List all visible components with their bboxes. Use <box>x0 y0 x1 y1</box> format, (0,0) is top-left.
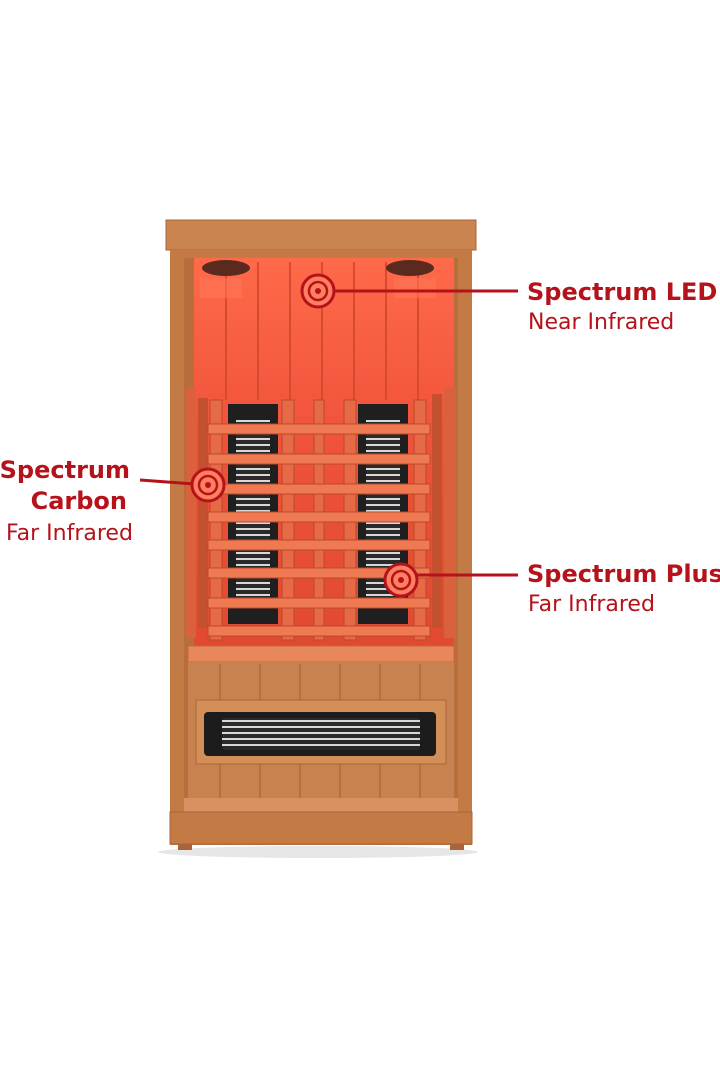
led-callout-title: Spectrum LED <box>527 278 718 306</box>
base <box>169 811 473 845</box>
led-callout-subtitle: Near Infrared <box>528 310 675 335</box>
plus-callout-title-text: Spectrum Plus <box>527 560 720 588</box>
left-side-panel <box>186 388 196 638</box>
bench-seat <box>187 645 455 663</box>
floor-shadow <box>158 846 478 858</box>
plus-callout-subtitle: Far Infrared <box>528 592 655 617</box>
carbon-callout-title-line2: Carbon <box>30 487 127 515</box>
carbon-target-marker-icon <box>190 467 226 503</box>
plus-callout-title: Spectrum PlusT <box>527 559 720 589</box>
carbon-callout-title-line1: Spectrum <box>0 456 130 484</box>
roof-panel <box>165 219 477 251</box>
plus-target-marker-icon <box>383 562 419 598</box>
floor-board <box>184 798 458 812</box>
right-speaker <box>386 260 434 276</box>
right-side-panel <box>444 388 456 638</box>
left-speaker <box>202 260 250 276</box>
carbon-callout-subtitle: Far Infrared <box>6 521 133 546</box>
backrest-slats <box>207 423 431 637</box>
led-target-marker-icon <box>300 273 336 309</box>
